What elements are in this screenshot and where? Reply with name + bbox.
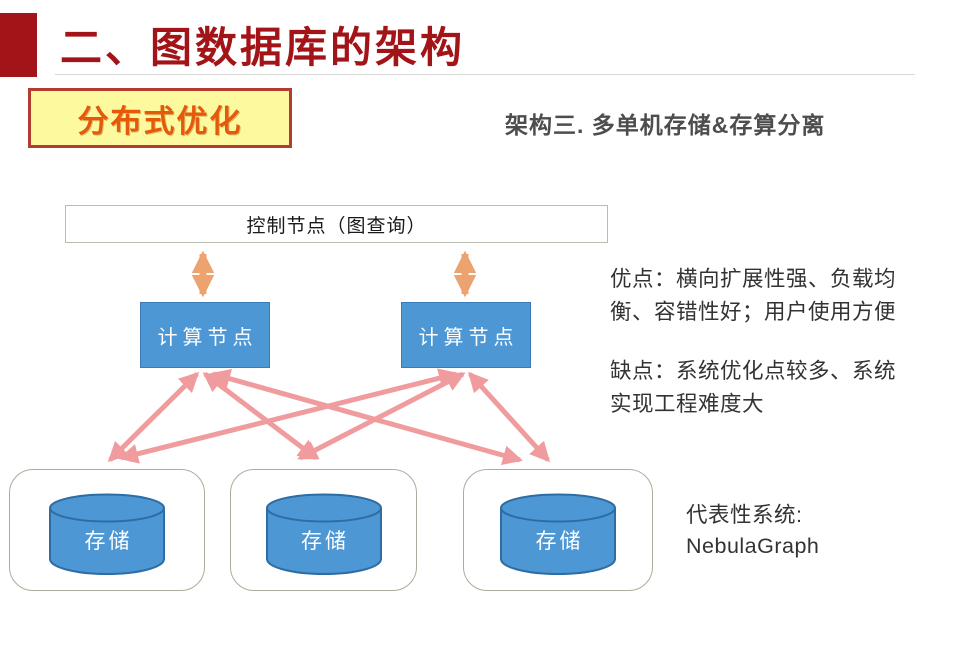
- pros-line-1: 优点：横向扩展性强、负载均: [610, 267, 897, 291]
- link-compute2-storage3-arrow: [467, 371, 551, 463]
- topic-badge-label: 分布式优化: [77, 103, 243, 139]
- database-cylinder-icon: 存储: [46, 491, 168, 577]
- compute-node-box-2: 计算节点: [401, 302, 531, 368]
- compute-node-box-1: 计算节点: [140, 302, 270, 368]
- link-compute1-storage3-arrow: [210, 368, 523, 466]
- storage-card-3: 存储: [463, 469, 653, 591]
- representative-system-text: 代表性系统: NebulaGraph: [686, 500, 819, 562]
- pros-text: 优点：横向扩展性强、负载均 衡、容错性好；用户使用方便: [610, 263, 896, 329]
- storage-node-label-2: 存储: [301, 530, 349, 553]
- database-cylinder-icon: 存储: [263, 491, 385, 577]
- storage-card-1: 存储: [9, 469, 205, 591]
- link-compute1-storage2-arrow: [202, 372, 319, 460]
- title-divider: [55, 74, 915, 75]
- link-compute2-storage1-arrow: [118, 368, 459, 464]
- storage-node-label-1: 存储: [84, 530, 133, 553]
- representative-system-line-1: 代表性系统:: [686, 503, 803, 527]
- storage-card-2: 存储: [230, 469, 417, 591]
- cons-line-1: 缺点：系统优化点较多、系统: [610, 359, 897, 383]
- link-compute1-storage1-arrow: [107, 371, 200, 463]
- architecture-subtitle: 架构三. 多单机存储&存算分离: [505, 112, 826, 138]
- page-title: 二、图数据库的架构: [60, 24, 466, 71]
- link-compute2-storage2-arrow: [297, 371, 466, 461]
- control-node-box: 控制节点（图查询）: [65, 205, 608, 243]
- storage-node-label-3: 存储: [535, 530, 584, 553]
- pros-line-2: 衡、容错性好；用户使用方便: [610, 300, 897, 324]
- database-cylinder-icon: 存储: [497, 491, 619, 577]
- cons-text: 缺点：系统优化点较多、系统 实现工程难度大: [610, 355, 896, 421]
- title-accent-square: [0, 13, 37, 77]
- cons-line-2: 实现工程难度大: [610, 392, 765, 416]
- representative-system-line-2: NebulaGraph: [686, 534, 820, 558]
- topic-badge: 分布式优化: [28, 88, 292, 148]
